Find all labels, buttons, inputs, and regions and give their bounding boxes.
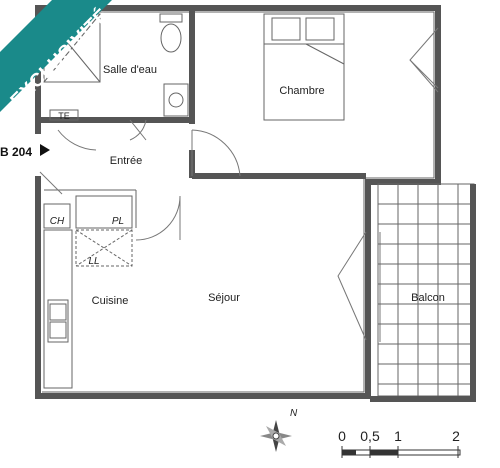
water-heater: TE [49, 109, 79, 121]
kitchen-counter [43, 229, 73, 389]
scale-tick-0: 0 [338, 428, 346, 444]
toilet [159, 13, 183, 53]
scale-tick-1: 0,5 [360, 428, 380, 444]
room-bedroom: Chambre [279, 85, 324, 97]
bed [263, 13, 345, 121]
unit-label: B 204 [0, 145, 32, 159]
compass-rose-icon [260, 420, 292, 452]
boiler-ch: CH [43, 203, 71, 229]
scale-bar [341, 446, 461, 458]
balcony-grid [370, 183, 476, 402]
washbasin [163, 83, 189, 117]
pl-label: PL [112, 216, 124, 227]
closet-pl: PL [75, 195, 133, 229]
room-entrance: Entrée [110, 155, 142, 167]
doors [39, 119, 241, 241]
scale-tick-2: 1 [394, 428, 402, 444]
room-balcony: Balcon [411, 292, 445, 304]
exclusivite-badge: EXCLUSIVITÉ [0, 0, 114, 112]
scale-tick-3: 2 [452, 428, 460, 444]
te-label: TE [58, 111, 70, 121]
ll-label: LL [88, 256, 99, 267]
compass-north: N [290, 408, 298, 419]
entry-arrow-icon [40, 144, 50, 156]
washer-ll: LL [75, 229, 133, 267]
ch-label: CH [50, 216, 65, 227]
room-kitchen: Cuisine [92, 295, 129, 307]
room-bathroom: Salle d'eau [103, 64, 157, 76]
room-living: Séjour [208, 292, 240, 304]
